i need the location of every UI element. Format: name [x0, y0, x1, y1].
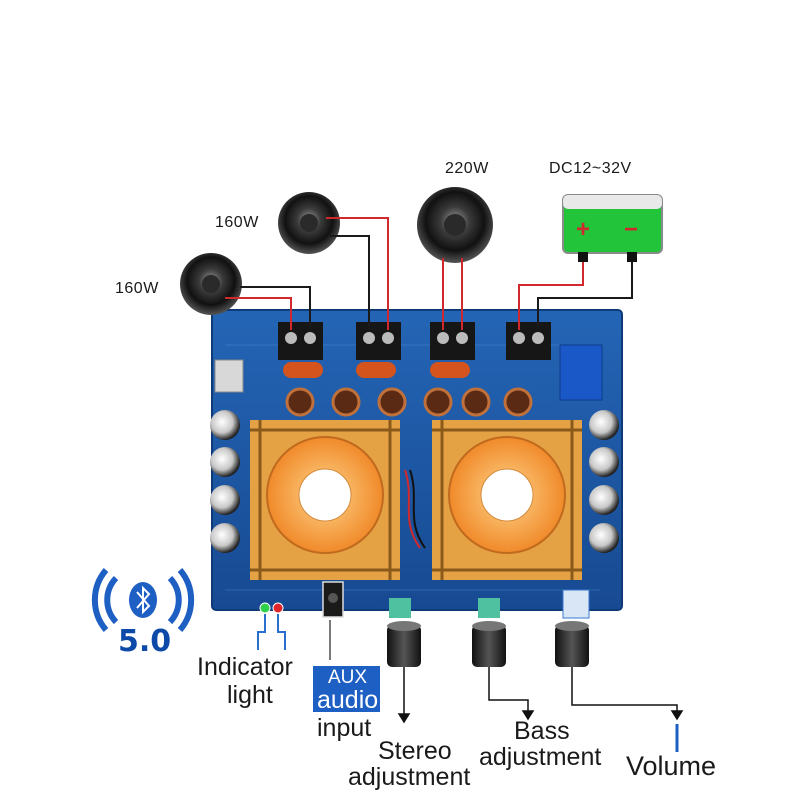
indicator-label: light: [227, 681, 273, 709]
inductors: [285, 387, 533, 417]
bluetooth-icon: [91, 568, 195, 632]
indicator-label: Indicator: [197, 653, 293, 681]
stereo-label: adjustment: [348, 763, 471, 791]
speaker-power-label: 160W: [215, 214, 259, 231]
aux-badge: [313, 666, 380, 712]
indicator-leader: [257, 614, 266, 650]
speaker-icon: [278, 192, 340, 254]
aux-label: AUX: [328, 667, 368, 688]
electrolytic-capacitors: [210, 410, 619, 553]
aux-jack: [322, 581, 344, 618]
battery-negative-label: −: [624, 216, 639, 243]
speaker-icon: [180, 253, 242, 315]
bass-label: Bass: [514, 717, 570, 745]
wiring: [225, 217, 633, 330]
potentiometers: [389, 589, 590, 619]
bass-label: adjustment: [479, 743, 602, 771]
heatsink-right: [432, 420, 582, 580]
speaker-icon: [417, 187, 493, 263]
relay: [559, 344, 603, 401]
bluetooth-version: 5.0: [118, 624, 172, 659]
bass-knob: [472, 621, 506, 667]
volume-label: Volume: [626, 751, 717, 781]
battery-icon: [562, 194, 663, 262]
aux-label: input: [317, 714, 372, 742]
speaker-power-label: 160W: [115, 280, 159, 297]
power-supply-label: DC12~32V: [549, 160, 632, 177]
stereo-label: Stereo: [378, 737, 452, 765]
volume-knob: [555, 621, 589, 667]
usb-port: [214, 359, 244, 393]
callout-lines: [397, 667, 684, 724]
stereo-knob: [387, 621, 421, 667]
speaker-terminals: [278, 322, 475, 360]
indicator-leds: [259, 602, 284, 614]
speaker-power-label: 220W: [445, 160, 489, 177]
aux-label: audio: [317, 686, 379, 714]
film-capacitors: [283, 362, 470, 378]
battery-positive-label: +: [576, 216, 591, 243]
heatsink-left: [250, 420, 400, 580]
power-terminal: [506, 322, 551, 360]
